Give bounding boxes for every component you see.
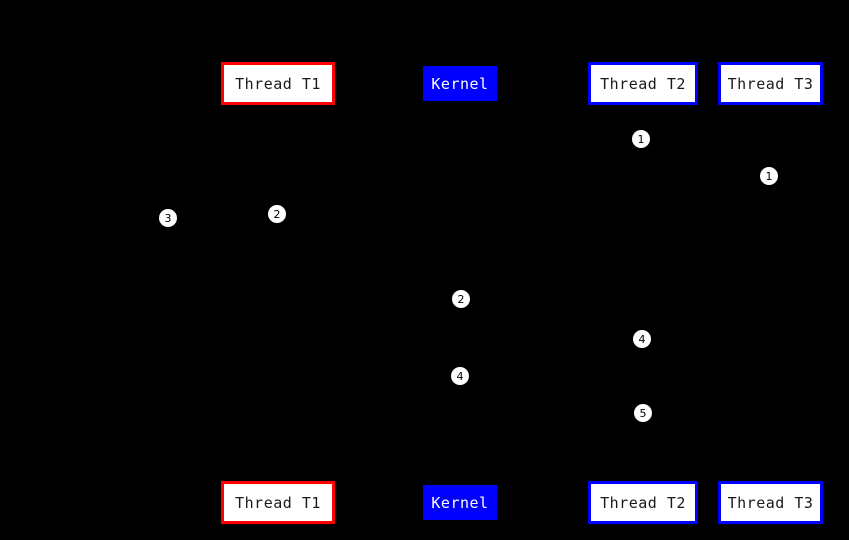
step-marker-step-t2-1: 1 bbox=[632, 130, 650, 148]
participant-box-t1-top[interactable]: Thread T1 bbox=[221, 62, 335, 105]
participant-box-t3-bottom[interactable]: Thread T3 bbox=[718, 481, 823, 524]
participant-label: Kernel bbox=[431, 493, 489, 512]
step-marker-step-left-3: 3 bbox=[159, 209, 177, 227]
msg-1-arrowhead-icon bbox=[632, 158, 640, 165]
participant-label: Thread T3 bbox=[727, 74, 814, 93]
lifeline-t1 bbox=[278, 105, 279, 481]
step-marker-step-kernel-4: 4 bbox=[451, 367, 469, 385]
participant-box-kernel-top[interactable]: Kernel bbox=[423, 66, 497, 101]
participant-box-t2-bottom[interactable]: Thread T2 bbox=[588, 481, 698, 524]
msg-2-arrowhead-icon bbox=[759, 195, 767, 202]
lifeline-t2 bbox=[643, 105, 644, 481]
msg-7-arrowhead-icon bbox=[635, 391, 644, 400]
participant-label: Thread T3 bbox=[727, 493, 814, 512]
participant-label: Thread T2 bbox=[600, 493, 686, 512]
participant-box-t2-top[interactable]: Thread T2 bbox=[588, 62, 698, 105]
msg-7-line bbox=[459, 394, 643, 396]
msg-5-arrowhead-icon bbox=[635, 317, 644, 326]
step-marker-step-kernel-2: 2 bbox=[452, 290, 470, 308]
lifeline-t3 bbox=[770, 105, 771, 481]
step-marker-step-t3-1: 1 bbox=[760, 167, 778, 185]
participant-label: Kernel bbox=[431, 74, 489, 93]
msg-3-arrowhead-icon bbox=[153, 230, 163, 241]
step-marker-step-t1-2: 2 bbox=[268, 205, 286, 223]
participant-label: Thread T1 bbox=[235, 74, 321, 93]
msg-6-line bbox=[459, 356, 643, 358]
participant-box-t1-bottom[interactable]: Thread T1 bbox=[221, 481, 335, 524]
participant-box-kernel-bottom[interactable]: Kernel bbox=[423, 485, 497, 520]
step-marker-step-t2-5: 5 bbox=[634, 404, 652, 422]
msg-4-line bbox=[277, 232, 460, 282]
step-marker-step-t2-4: 4 bbox=[633, 330, 651, 348]
participant-box-t3-top[interactable]: Thread T3 bbox=[718, 62, 823, 105]
participant-label: Thread T1 bbox=[235, 493, 321, 512]
msg-6-arrowhead-icon bbox=[445, 354, 454, 363]
msg-3-line bbox=[167, 195, 278, 234]
msg-5-line bbox=[459, 318, 643, 322]
participant-label: Thread T2 bbox=[600, 74, 686, 93]
